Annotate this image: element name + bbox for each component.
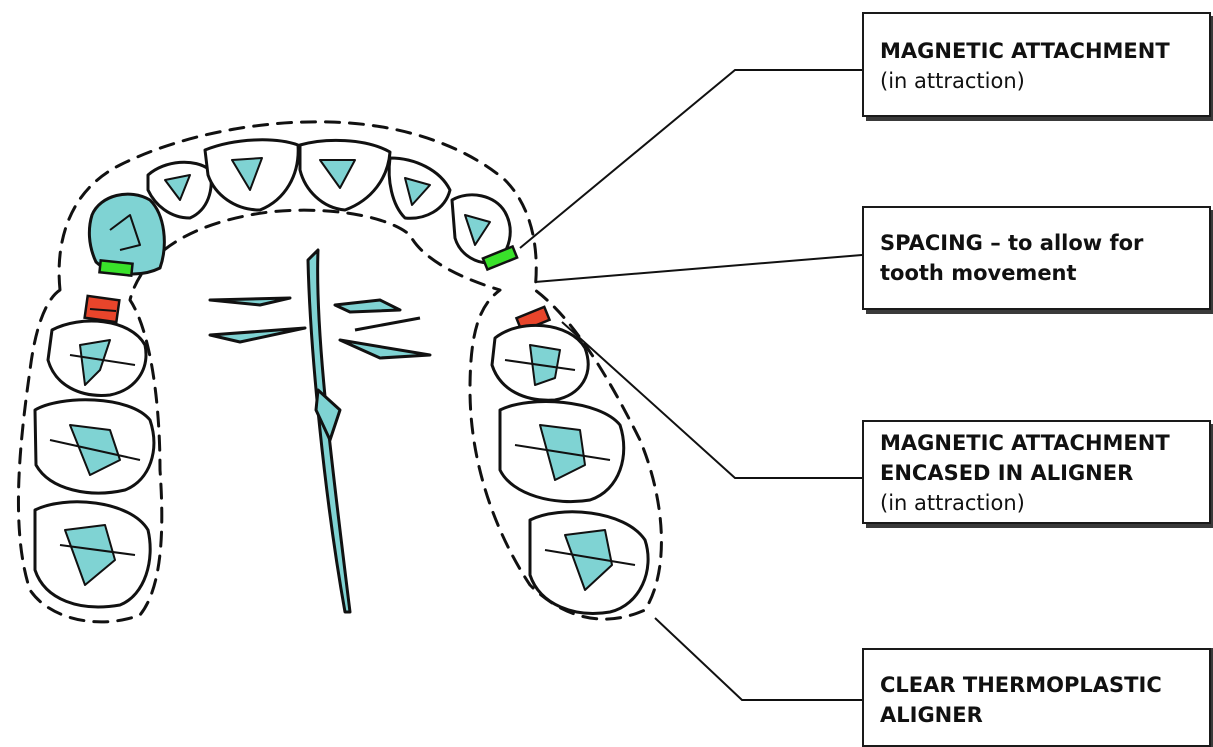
label-spacing-line2: tooth movement [880,258,1199,288]
anterior-teeth [89,140,510,274]
leader-magnetic-attachment [520,70,862,248]
label-clear-aligner: CLEAR THERMOPLASTIC ALIGNER [862,648,1211,747]
label-magnetic-attachment: MAGNETIC ATTACHMENT (in attraction) [862,12,1211,117]
magnet-green-right [99,260,132,275]
label-magnetic-attachment-line1: MAGNETIC ATTACHMENT [880,36,1199,66]
label-clear-aligner-line1: CLEAR THERMOPLASTIC [880,670,1199,700]
label-clear-aligner-line2: ALIGNER [880,700,1199,730]
label-encased-line3: (in attraction) [880,488,1199,518]
leader-aligner [655,618,862,700]
leader-spacing [535,255,862,282]
label-spacing: SPACING – to allow for tooth movement [862,206,1211,310]
posterior-teeth-left [492,325,648,613]
label-magnetic-attachment-line2: (in attraction) [880,66,1199,96]
palate-features [210,250,430,612]
posterior-teeth-right [35,321,154,607]
label-encased-attachment: MAGNETIC ATTACHMENT ENCASED IN ALIGNER (… [862,420,1211,524]
label-encased-line2: ENCASED IN ALIGNER [880,458,1199,488]
label-encased-line1: MAGNETIC ATTACHMENT [880,428,1199,458]
label-spacing-line1: SPACING – to allow for [880,228,1199,258]
